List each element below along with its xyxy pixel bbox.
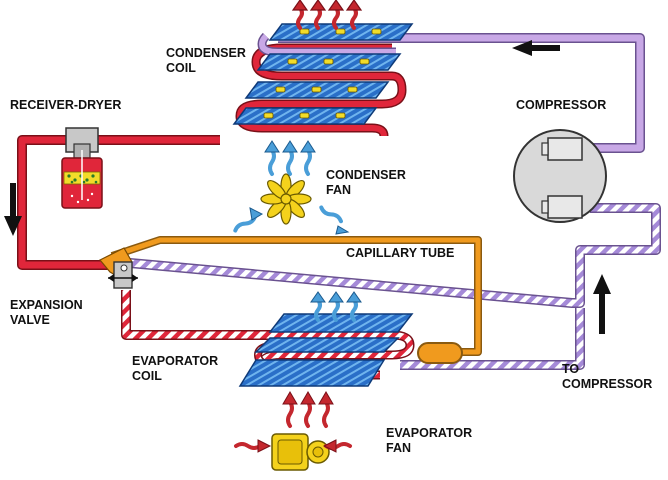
receiver-dryer-icon <box>61 127 103 209</box>
blower-icon <box>234 433 352 471</box>
to-compressor-label: TO COMPRESSOR <box>562 362 652 392</box>
evaporator-cool-air-arrows <box>310 291 362 322</box>
condenser-warm-air-arrows <box>291 0 363 30</box>
evaporator-fan-label: EVAPORATOR FAN <box>386 426 472 456</box>
evaporator-fan-label-line1: EVAPORATOR <box>386 426 473 440</box>
condenser-fan-label-line1: CONDENSER <box>326 168 406 182</box>
condenser-intake-air-arrows <box>264 140 316 176</box>
capillary-bulb <box>417 342 463 364</box>
expansion-valve-label-line2: VALVE <box>10 313 50 327</box>
evaporator-fan-label-line2: FAN <box>386 441 411 455</box>
fan-icon <box>260 173 312 225</box>
evaporator-coil-label-line2: COIL <box>132 369 162 383</box>
evaporator-intake-air-arrows <box>282 391 334 428</box>
to-compressor-label-line2: COMPRESSOR <box>562 377 653 391</box>
receiver-dryer-label: RECEIVER-DRYER <box>10 98 122 112</box>
condenser-fan-label: CONDENSER FAN <box>326 168 406 198</box>
evaporator-coil-label-line1: EVAPORATOR <box>132 354 219 368</box>
condenser-coil-label-line1: CONDENSER <box>166 46 246 60</box>
compressor-icon <box>513 129 607 223</box>
condenser-coil-label-line2: COIL <box>166 61 196 75</box>
compressor-label: COMPRESSOR <box>516 98 607 112</box>
expansion-valve-icon <box>99 247 138 289</box>
capillary-tube-label: CAPILLARY TUBE <box>346 246 455 260</box>
condenser-coil-icon <box>232 23 414 137</box>
to-compressor-label-line1: TO <box>562 362 580 376</box>
expansion-valve-label-line1: EXPANSION <box>10 298 83 312</box>
condenser-coil-label: CONDENSER COIL <box>166 46 246 76</box>
arrow-icon <box>4 40 611 334</box>
condenser-fan-label-line2: FAN <box>326 183 351 197</box>
expansion-valve-label: EXPANSION VALVE <box>10 298 83 328</box>
evaporator-coil-icon <box>238 313 415 387</box>
fan-side-air-arrows <box>233 205 350 235</box>
evaporator-coil-label: EVAPORATOR COIL <box>132 354 218 384</box>
liquid-line <box>17 135 220 270</box>
